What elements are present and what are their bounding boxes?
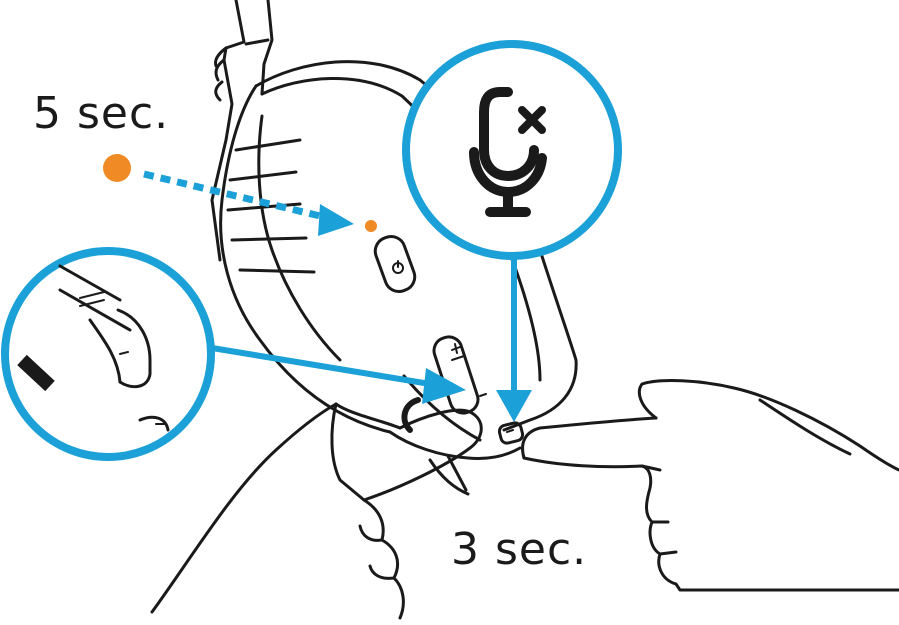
- mute-callout: [402, 40, 622, 422]
- minus-icon: [479, 393, 487, 397]
- microphone-muted-icon: [469, 87, 547, 217]
- logitech-g-icon: [401, 397, 421, 433]
- right-hand: [521, 379, 899, 592]
- left-hand: [150, 402, 483, 620]
- led-indicator-dot: [103, 154, 131, 182]
- power-icon: [392, 260, 404, 274]
- volume-rocker[interactable]: [431, 334, 487, 417]
- dotted-arrow: [143, 170, 354, 236]
- plus-icon: [451, 343, 461, 354]
- volume-callout: [1, 247, 466, 461]
- hold-duration-led-label: 5 sec.: [33, 88, 170, 139]
- power-button[interactable]: [371, 233, 418, 296]
- status-led: [365, 220, 377, 232]
- hold-duration-button-label: 3 sec.: [451, 524, 588, 575]
- minus-divider: [451, 355, 465, 361]
- mute-button[interactable]: [497, 421, 525, 445]
